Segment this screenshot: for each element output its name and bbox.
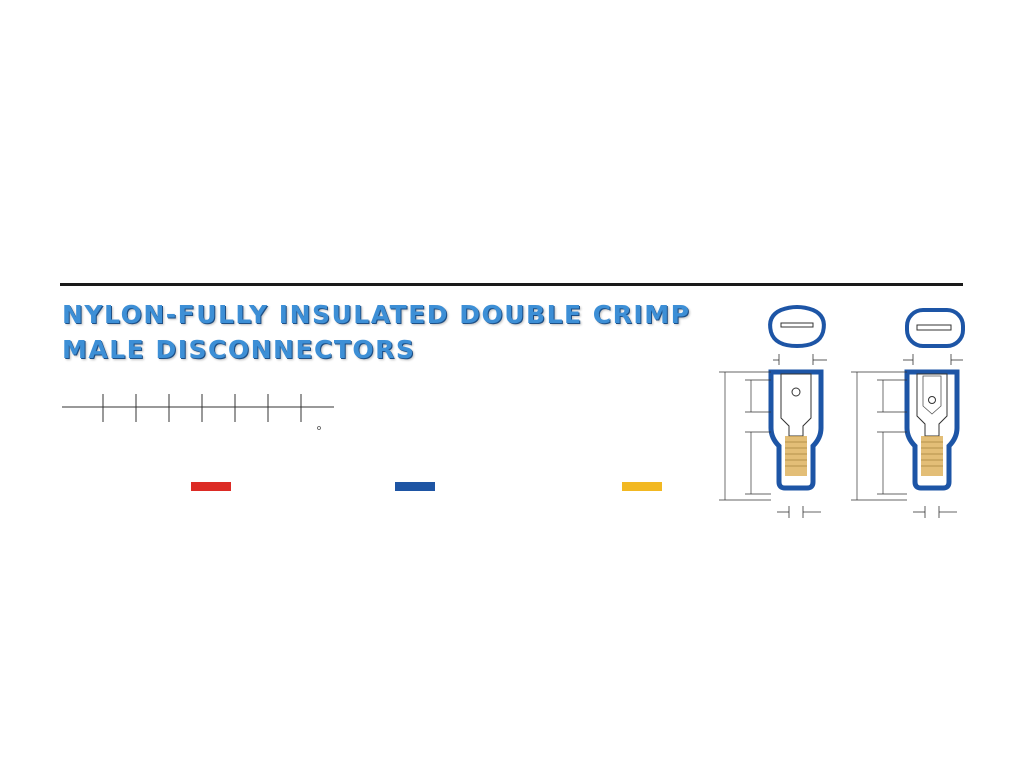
degree-mark — [317, 426, 321, 430]
page-title: NYLON-FULLY INSULATED DOUBLE CRIMP MALE … — [62, 297, 690, 367]
title-line-1: NYLON-FULLY INSULATED DOUBLE CRIMP — [62, 300, 691, 329]
yellow-color-swatch — [622, 482, 662, 491]
end-view-right-icon — [905, 308, 965, 348]
header-rule — [60, 283, 963, 286]
connector-diagram-left — [719, 305, 827, 518]
title-line-2: MALE DISCONNECTORS — [62, 335, 416, 364]
blue-color-swatch — [395, 482, 435, 491]
end-view-left-icon — [768, 305, 826, 349]
red-color-swatch — [191, 482, 231, 491]
connector-diagrams — [719, 305, 965, 518]
spec-table-ruler — [62, 394, 334, 430]
connector-diagram-right — [851, 308, 965, 518]
